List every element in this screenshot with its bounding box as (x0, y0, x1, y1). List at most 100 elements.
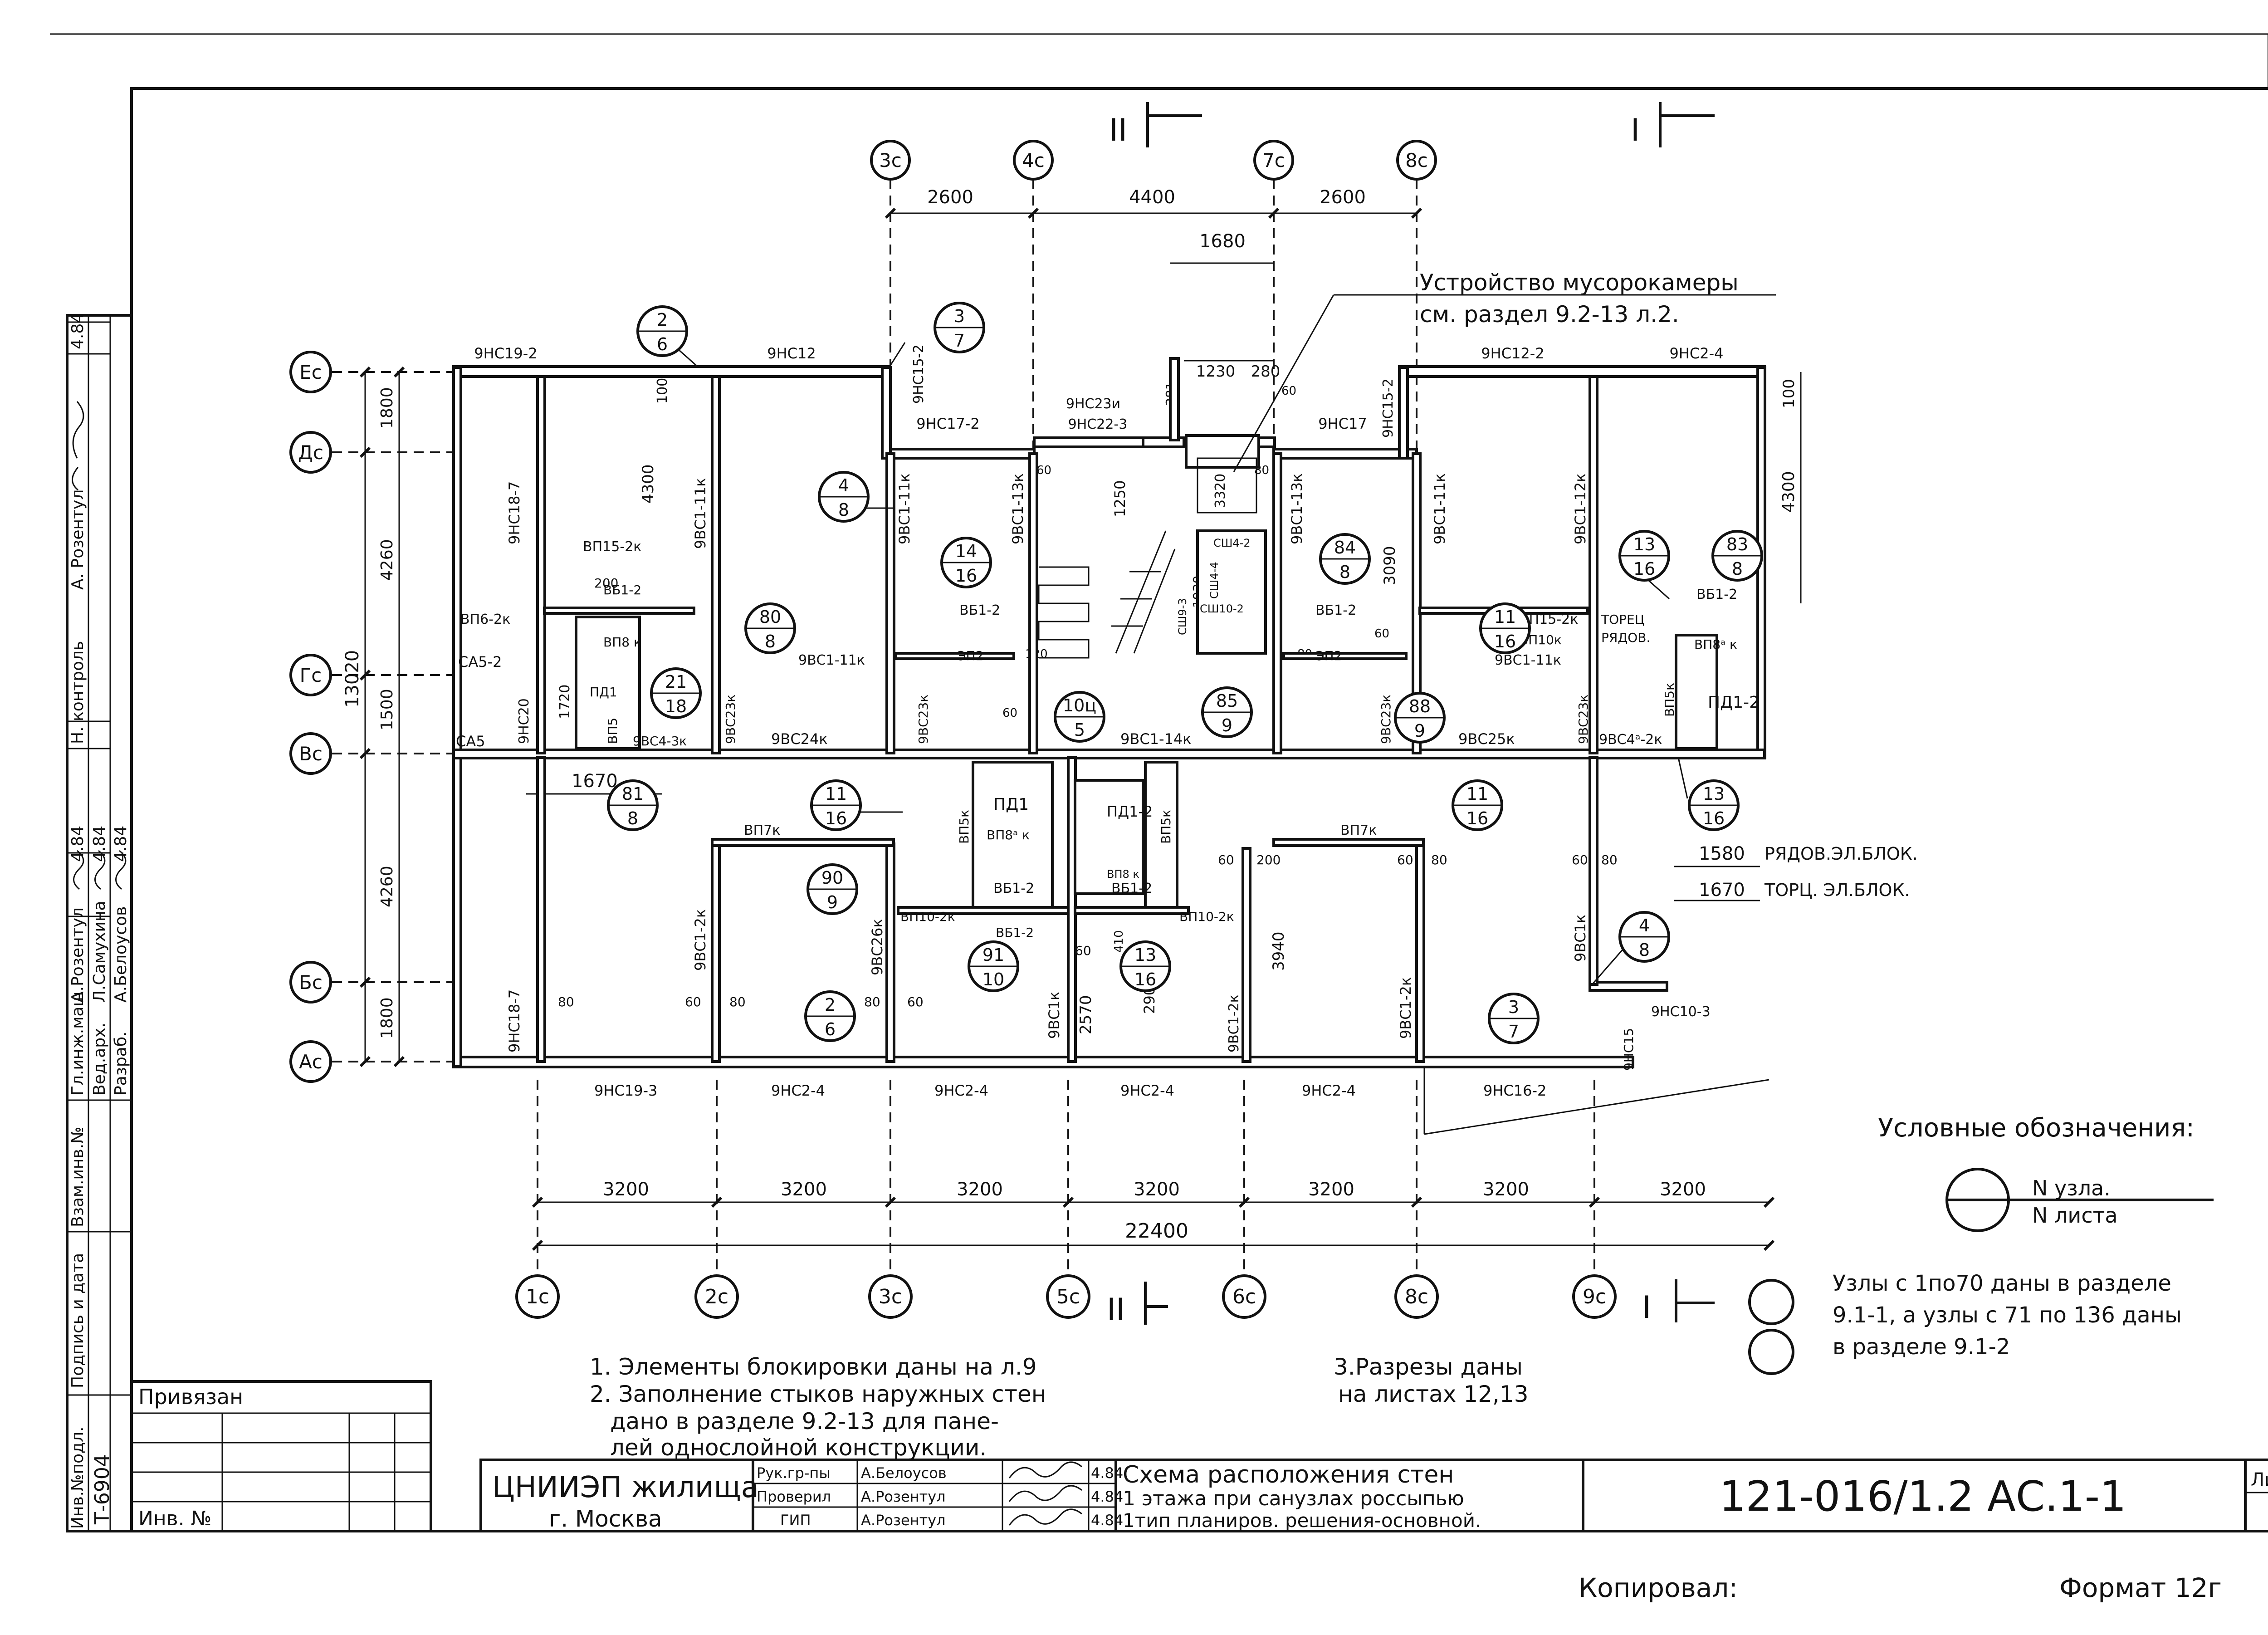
node-number: 13 (1703, 784, 1725, 804)
dim-bay: 3200 (1660, 1179, 1706, 1200)
axis-bubble-top (1396, 140, 1437, 181)
node-number: 3 (954, 306, 965, 326)
drawing-code: 121-016/1.2 АС.1-1 (1719, 1472, 2126, 1521)
dim-small: 60 (907, 994, 924, 1009)
axis-bubble-row (289, 732, 332, 775)
axis-label: 1с (526, 1285, 549, 1308)
wall-label: СШ9-3 (1176, 598, 1189, 635)
axis-label: 5с (1056, 1285, 1080, 1308)
wall-label: 9НС15 (1621, 1028, 1636, 1071)
wall-label: 9НС19-2 (474, 345, 537, 362)
tb-name-3: А.Розентул (861, 1512, 946, 1529)
wall-label: ВП7к (1340, 822, 1377, 838)
axis-bubble-top (870, 140, 911, 181)
wall-label: 9ВС23к (723, 695, 738, 744)
wall-label: 9НС15-2 (911, 344, 927, 404)
wall-label: 9ВС1-2к (692, 909, 709, 971)
dim-top: 280 (1251, 362, 1281, 381)
drawing-title-1: Схема расположения стен (1123, 1461, 1454, 1488)
staircase (1038, 434, 1260, 659)
node-number: 11 (1466, 784, 1488, 804)
wall-label: 9ВС1-11к (1495, 652, 1561, 668)
wall-label: 9ВС1-12к (1572, 473, 1589, 544)
org-city: г. Москва (549, 1506, 662, 1532)
dim-bay: 3200 (1308, 1179, 1354, 1200)
format-label: Формат 12г (2059, 1572, 2222, 1603)
axis-bubble-row (289, 431, 332, 474)
node-number: 21 (665, 672, 687, 692)
node-sheet: 16 (1703, 808, 1725, 828)
wall-label: 9НС18-7 (506, 481, 523, 544)
axis-bubble-bottom (1572, 1274, 1617, 1319)
axis-bubble-row (289, 961, 332, 1004)
tb-name-1: А.Белоусов (861, 1464, 947, 1482)
dim-left: 1500 (378, 689, 396, 730)
dim-left-total: 13020 (342, 650, 363, 708)
wall-label: ВБ1-2 (993, 881, 1034, 896)
node-sheet: 16 (825, 808, 847, 828)
dim-small: 410 (1112, 930, 1126, 953)
signature-stroke (94, 850, 106, 890)
wall-label: ВП8ᵃ к (987, 827, 1030, 842)
wall-label: 9ВС1-11к (798, 652, 865, 668)
dimension-lines (359, 207, 1802, 1251)
dim-top: 1230 (1196, 362, 1236, 381)
wall-label: ВП8 к (1107, 868, 1139, 881)
section-label: II (1109, 113, 1127, 148)
dim-small: 80 (558, 994, 574, 1009)
legend-text-1: Узлы с 1по70 даны в разделе (1833, 1271, 2171, 1296)
node-sheet: 16 (955, 566, 977, 586)
node-number: 2 (825, 995, 836, 1015)
axis-label: Гс (300, 664, 322, 686)
wall-label: ВБ1-2 (603, 583, 641, 597)
tb-date-3: 4.84 (1091, 1512, 1123, 1529)
dim-left: 4260 (378, 539, 396, 581)
signature-stroke (73, 850, 84, 890)
block-dim: 1580 (1699, 843, 1745, 864)
side-stamp (66, 314, 133, 1532)
wall-label: 9ВС1-2к (1226, 994, 1242, 1052)
stamp-date-2: 4.84 (90, 826, 109, 862)
legend-text-2: 9.1-1, а узлы с 71 по 136 даны (1833, 1302, 2182, 1328)
legend-num-top: N узла. (2032, 1176, 2111, 1200)
node-sheet: 6 (825, 1019, 836, 1039)
wall-label: ВП5к (1158, 810, 1173, 844)
org-name: ЦНИИЭП жилища (492, 1471, 759, 1504)
wall-label: 9НС2-4 (771, 1082, 825, 1099)
node-number: 91 (982, 945, 1004, 965)
wall-label: ВБ1-2 (996, 925, 1034, 940)
wall-label: 9ВС1-14к (1120, 730, 1192, 748)
axis-label: 3с (879, 149, 902, 171)
wall-label: 9ВС1-11к (1431, 473, 1448, 544)
dim-small: 60 (1002, 706, 1017, 720)
node-sheet: 10 (982, 969, 1004, 989)
dim-small: 100 (655, 378, 670, 404)
wall-label: 9НС22-3 (1068, 416, 1128, 432)
node-sheet: 9 (1414, 721, 1425, 741)
stamp-date-3: 4.84 (112, 826, 130, 862)
dim-left: 1800 (378, 997, 396, 1039)
node-number: 83 (1726, 534, 1748, 554)
dim-small: 80 (729, 994, 746, 1009)
signature-stroke (1008, 1508, 1082, 1526)
dim-small: 80 (1601, 852, 1618, 867)
axis-label: 4с (1022, 149, 1045, 171)
stamp-control-role: Н. контроль (68, 641, 87, 744)
node-number: 13 (1633, 534, 1655, 554)
axis-label: 6с (1232, 1285, 1256, 1308)
dim-small: 1250 (1111, 480, 1129, 517)
wall-label: 9НС23и (1066, 396, 1120, 412)
dim-bay: 3200 (1483, 1179, 1529, 1200)
stamp-role-3: Разраб. (112, 1032, 130, 1096)
dim-right: 4300 (1779, 471, 1798, 513)
dim-top: 2600 (927, 187, 973, 208)
axis-bubble-bottom (868, 1274, 913, 1319)
tb-role-2: Проверил (757, 1488, 831, 1505)
axis-bubble-bottom (694, 1274, 739, 1319)
privyazan-label: Привязан (138, 1385, 243, 1409)
note-3a: 3.Разрезы даны (1334, 1354, 1523, 1380)
signature-stroke (1008, 1485, 1082, 1502)
axis-label: Ас (299, 1051, 323, 1073)
axis-bubble-bottom (1222, 1274, 1266, 1319)
